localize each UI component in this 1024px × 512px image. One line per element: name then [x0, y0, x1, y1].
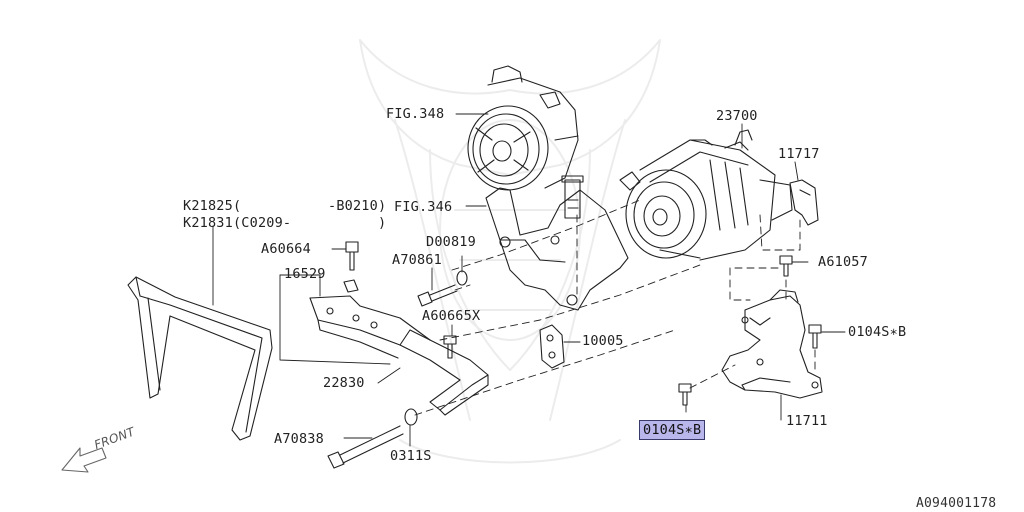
label-part-10005[interactable]: 10005 [582, 333, 624, 349]
pump-bracket [485, 175, 629, 311]
front-arrow [61, 447, 107, 473]
washer-0311s [404, 408, 418, 426]
v-belt [127, 276, 273, 441]
alternator [619, 129, 793, 261]
watermark-emblem [359, 39, 661, 464]
label-part-d00819[interactable]: D00819 [426, 234, 476, 250]
label-part-0104s-right[interactable]: 0104S∗B [848, 324, 907, 340]
bolt-a60664 [345, 241, 359, 271]
label-part-11711[interactable]: 11711 [786, 413, 828, 429]
bracket-11717 [789, 179, 819, 226]
bolt-a61057 [779, 255, 793, 277]
label-fig348[interactable]: FIG.348 [386, 106, 445, 122]
label-k21825-range: -B0210) [328, 198, 387, 214]
bracket-10005 [539, 324, 565, 369]
label-part-a61057[interactable]: A61057 [818, 254, 868, 270]
drawing-code: A094001178 [916, 496, 997, 511]
washer-d00819 [456, 270, 468, 286]
label-part-23700[interactable]: 23700 [716, 108, 758, 124]
label-part-16529[interactable]: 16529 [284, 266, 326, 282]
label-part-k21831[interactable]: K21831(C0209- [183, 215, 292, 231]
assembly-lines [414, 199, 816, 416]
label-part-a60664[interactable]: A60664 [261, 241, 311, 257]
power-steering-pump [467, 65, 579, 191]
bolt-a70861 [417, 284, 458, 307]
bracket-22830 [309, 295, 489, 416]
label-part-0311s[interactable]: 0311S [390, 448, 432, 464]
label-part-0104s-highlighted[interactable]: 0104S∗B [639, 420, 706, 440]
label-part-a70838[interactable]: A70838 [274, 431, 324, 447]
bolt-0104s-lower [678, 383, 692, 406]
label-fig346[interactable]: FIG.346 [394, 199, 453, 215]
bolt-0104s-right [808, 324, 822, 349]
label-part-a70861[interactable]: A70861 [392, 252, 442, 268]
label-part-11717[interactable]: 11717 [778, 146, 820, 162]
leader-lines [212, 113, 846, 447]
label-part-a60665x[interactable]: A60665X [422, 308, 481, 324]
nut-16529 [343, 279, 359, 293]
label-part-22830[interactable]: 22830 [323, 375, 365, 391]
label-part-k21825[interactable]: K21825( [183, 198, 242, 214]
bracket-11711 [721, 289, 823, 399]
bolt-a70838 [327, 425, 404, 469]
label-k21831-close: ) [378, 215, 387, 231]
